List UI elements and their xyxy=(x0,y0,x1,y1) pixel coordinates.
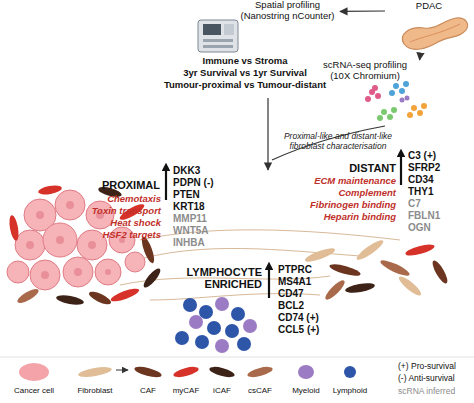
node-text: PDPN (-) xyxy=(173,177,230,189)
node-text: Toxin transport xyxy=(55,206,161,217)
legend-rule xyxy=(0,357,474,358)
node-text: Complement xyxy=(290,188,396,199)
node-text: PTPRC xyxy=(278,264,328,276)
legend-swatch xyxy=(344,366,356,378)
node-heading: PDAC xyxy=(385,1,473,12)
node-text: SFRP2 xyxy=(408,162,468,174)
signature-group: DISTANT C3 (+)SFRP2CD34THY1C7FBLN1OGN ECM … xyxy=(290,150,470,240)
legend-text: csCAF xyxy=(235,386,285,395)
node-text: CD34 xyxy=(408,174,468,186)
umap-icon xyxy=(365,81,427,121)
caf-cells xyxy=(8,184,163,307)
legend-text: iCAF xyxy=(197,386,247,395)
flow-arrow xyxy=(340,10,385,12)
signature-group: PROXIMAL DKK3PDPN (-)PTENKRT18MMP11WNT5AI… xyxy=(55,165,230,255)
node-text: C3 (+) xyxy=(408,150,468,162)
stroma-fibres xyxy=(120,230,400,300)
node-text: C7 xyxy=(408,198,468,210)
node-text: Heat shock xyxy=(55,218,161,229)
up-arrows xyxy=(166,153,401,298)
node-text: WNT5A xyxy=(173,225,230,237)
legend-text: Myeloid xyxy=(281,386,331,395)
legend-swatch xyxy=(133,365,162,380)
signature-group: LYMPHOCYTE ENRICHEDPTPRCMS4A1CD47BCL2CD7… xyxy=(168,264,318,344)
legend-swatch xyxy=(246,365,273,379)
node-text: FBLN1 xyxy=(408,210,468,222)
legend-text: myCAF xyxy=(161,386,211,395)
method-node: scRNA-seq profiling (10X Chromium) xyxy=(300,60,430,80)
legend-text: Fibroblast xyxy=(70,386,120,395)
node-text: Immune vs Stroma xyxy=(150,56,340,67)
node-text: MS4A1 xyxy=(278,276,328,288)
node-text: THY1 xyxy=(408,186,468,198)
key-note: scRNA inferred xyxy=(398,387,474,397)
legend-arrow xyxy=(116,370,128,371)
legend-swatch xyxy=(172,365,199,379)
legend-swatch xyxy=(19,363,49,381)
device-icon xyxy=(198,20,238,52)
node-text: ECM maintenance xyxy=(290,176,396,187)
pancreas-icon xyxy=(402,18,467,49)
node-text: MMP11 xyxy=(173,213,230,225)
node-text: Heparin binding xyxy=(290,212,396,223)
node-heading: LYMPHOCYTE ENRICHED xyxy=(168,266,262,290)
key-note: (+) Pro-survival xyxy=(398,362,474,372)
node-text: Tumour-proximal vs Tumour-distant xyxy=(150,80,340,91)
legend-swatch xyxy=(208,365,235,379)
method-node: Spatial profiling (Nanostring nCounter) I… xyxy=(150,0,340,95)
sample-node: PDAC xyxy=(385,0,473,55)
node-text: Chemotaxis xyxy=(55,194,161,205)
node-heading: Spatial profiling (Nanostring nCounter) xyxy=(235,0,340,22)
immune-cells xyxy=(175,297,257,353)
legend-text: Cancer cell xyxy=(9,386,59,395)
node-text: BCL2 xyxy=(278,300,328,312)
node-text: CD74 (+) xyxy=(278,312,328,324)
node-text: CD47 xyxy=(278,288,328,300)
node-heading: PROXIMAL xyxy=(55,179,160,191)
node-text: KRT18 xyxy=(173,201,230,213)
node-heading: scRNA-seq profiling (10X Chromium) xyxy=(315,60,415,82)
node-text: 3yr Survival vs 1yr Survival xyxy=(150,68,340,79)
flow-arrow xyxy=(267,98,268,170)
node-text: OGN xyxy=(408,222,468,234)
flow-arrow xyxy=(419,55,421,60)
node-text: Fibrinogen binding xyxy=(290,200,396,211)
arrow-label: Proximal-like and distant-like fibroblas… xyxy=(282,132,394,152)
key-note: (-) Anti-survival xyxy=(398,374,474,384)
distant-fibroblasts xyxy=(304,238,450,302)
legend-text: CAF xyxy=(123,386,173,395)
node-text: HSF2 targets xyxy=(55,230,161,241)
node-text: PTEN xyxy=(173,189,230,201)
node-text: INHBA xyxy=(173,237,230,249)
legend-swatch xyxy=(298,365,314,379)
node-heading: DISTANT xyxy=(290,162,396,174)
node-text: CCL5 (+) xyxy=(278,324,328,336)
node-text: DKK3 xyxy=(173,165,230,177)
legend-swatch xyxy=(78,365,113,379)
legend-text: Lymphoid xyxy=(325,386,375,395)
